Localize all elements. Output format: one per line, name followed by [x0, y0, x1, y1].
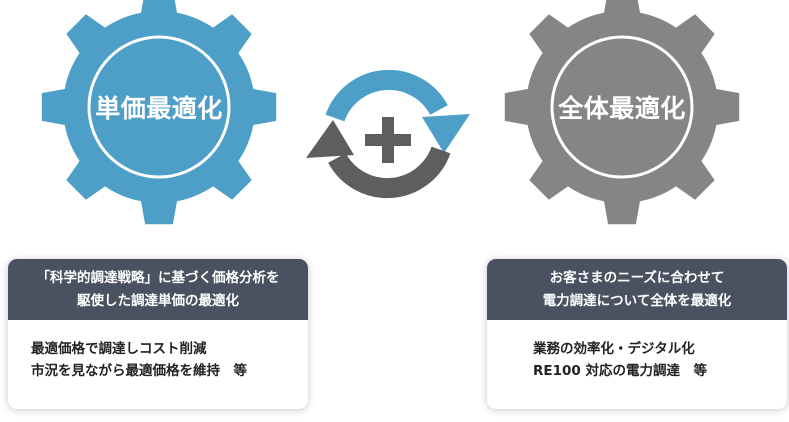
card-right-body: 業務の効率化・デジタル化 RE100 対応の電力調達 等: [487, 320, 787, 382]
gear-right-inner-ring: [550, 35, 694, 179]
arrow-gray-head: [306, 120, 354, 158]
card-right-body-line1: 業務の効率化・デジタル化: [533, 341, 695, 357]
card-left-body-line2: 市況を見ながら最適価格を維持 等: [31, 363, 247, 379]
card-right-header: お客さまのニーズに合わせて 電力調達について全体を最適化: [487, 259, 787, 320]
gear-left-body: [41, 0, 277, 225]
cycle-arrows-icon: [306, 69, 470, 199]
arrow-blue: [325, 69, 448, 122]
gear-right-label: 全体最適化: [558, 94, 686, 123]
card-left-header-line1: 「科学的調達戦略」に基づく価格分析を: [36, 269, 280, 286]
card-right: お客さまのニーズに合わせて 電力調達について全体を最適化 業務の効率化・デジタル…: [487, 259, 787, 409]
gear-left: 単価最適化: [30, 0, 288, 236]
plus-icon: [365, 117, 411, 163]
card-left-body-line1: 最適価格で調達しコスト削減: [31, 341, 207, 357]
gear-left-icon: [41, 0, 277, 225]
card-left-header: 「科学的調達戦略」に基づく価格分析を 駆使した調達単価の最適化: [8, 259, 308, 320]
gear-right: 全体最適化: [493, 0, 751, 236]
arrow-blue-head: [422, 114, 470, 153]
card-left: 「科学的調達戦略」に基づく価格分析を 駆使した調達単価の最適化 最適価格で調達し…: [8, 259, 308, 409]
card-left-body: 最適価格で調達しコスト削減 市況を見ながら最適価格を維持 等: [8, 320, 308, 382]
gear-left-inner-ring: [87, 35, 231, 179]
card-right-header-line2: 電力調達について全体を最適化: [542, 292, 732, 309]
gear-right-icon: [504, 0, 740, 225]
card-right-body-line2: RE100 対応の電力調達 等: [533, 363, 707, 379]
gear-right-body: [504, 0, 740, 225]
card-left-header-line2: 駆使した調達単価の最適化: [77, 292, 239, 309]
arrow-gray: [328, 146, 451, 199]
card-right-header-line1: お客さまのニーズに合わせて: [549, 269, 725, 286]
gear-left-label: 単価最適化: [95, 94, 223, 123]
